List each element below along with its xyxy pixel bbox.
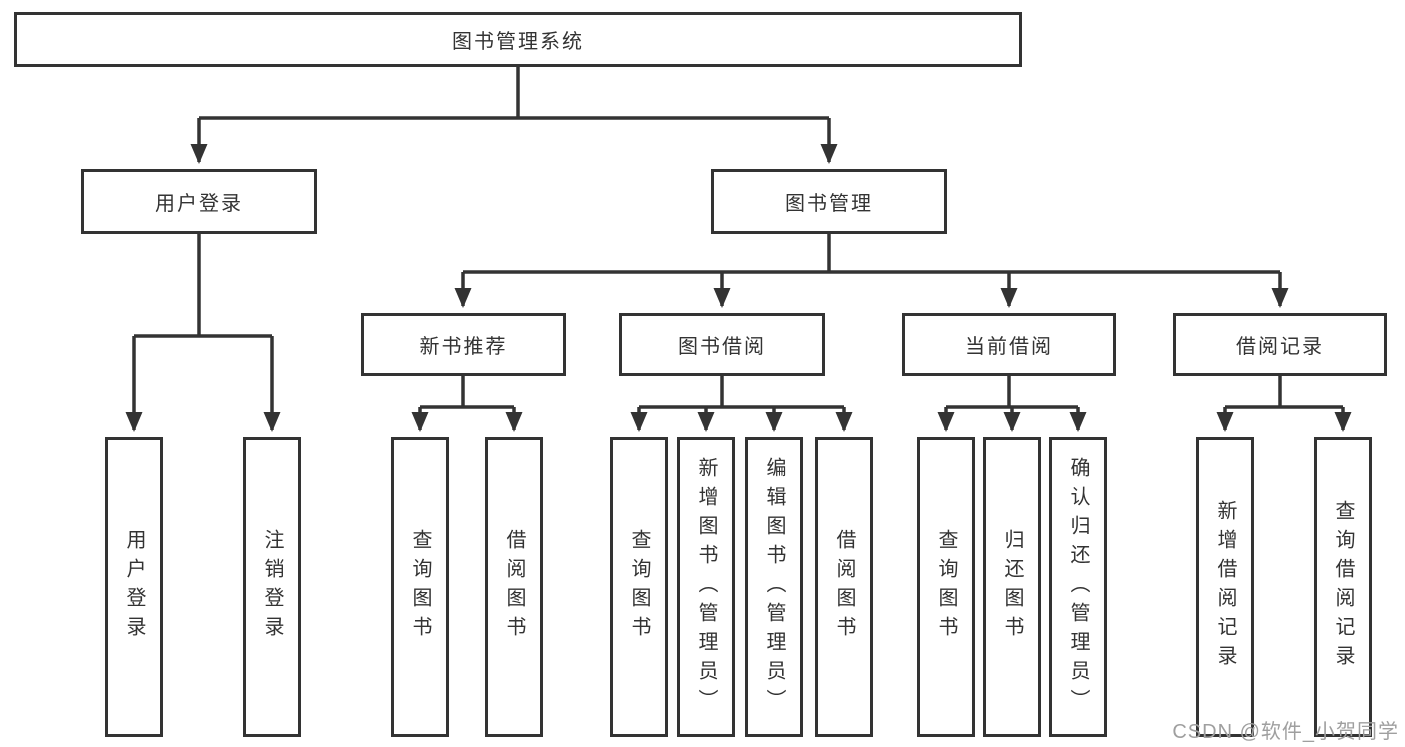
node-label: 图书管理系统 — [452, 31, 584, 53]
node-label: 当前借阅 — [965, 336, 1053, 358]
connector-user-login-branch — [125, 234, 281, 432]
node-label: 查询图书 — [628, 529, 650, 645]
connector-book-borrow-group — [630, 376, 853, 432]
leaf-query-books-borrow: 查询图书 — [610, 437, 668, 737]
node-label: 查询图书 — [409, 529, 431, 645]
node-label: 确认归还（管理员） — [1067, 456, 1089, 718]
node-label: 查询借阅记录 — [1332, 500, 1354, 674]
leaf-add-book-admin: 新增图书（管理员） — [677, 437, 735, 737]
node-label: 借阅记录 — [1236, 336, 1324, 358]
node-label: 用户登录 — [155, 193, 243, 215]
leaf-edit-book-admin: 编辑图书（管理员） — [745, 437, 803, 737]
node-label: 新增借阅记录 — [1214, 500, 1236, 674]
connector-root-to-level1 — [190, 67, 838, 164]
node-label: 注销登录 — [261, 529, 283, 645]
node-borrowing-records: 借阅记录 — [1173, 313, 1387, 376]
node-user-login-branch: 用户登录 — [81, 169, 317, 234]
csdn-watermark: CSDN @软件_小贺同学 — [1172, 721, 1399, 743]
node-label: 图书借阅 — [678, 336, 766, 358]
leaf-logout: 注销登录 — [243, 437, 301, 737]
node-label: 归还图书 — [1001, 529, 1023, 645]
node-label: 编辑图书（管理员） — [763, 456, 785, 718]
node-label: 借阅图书 — [833, 529, 855, 645]
node-new-book-recommendation: 新书推荐 — [361, 313, 566, 376]
node-library-management-system: 图书管理系统 — [14, 12, 1022, 67]
node-label: 用户登录 — [123, 529, 145, 645]
connector-new-book-group — [411, 376, 523, 432]
connector-book-management-branch — [454, 234, 1289, 308]
connector-current-borrow-group — [937, 376, 1087, 432]
node-label: 查询图书 — [935, 529, 957, 645]
leaf-query-borrow-record: 查询借阅记录 — [1314, 437, 1372, 737]
leaf-borrow-books-recommend: 借阅图书 — [485, 437, 543, 737]
leaf-add-borrow-record: 新增借阅记录 — [1196, 437, 1254, 737]
leaf-confirm-return-admin: 确认归还（管理员） — [1049, 437, 1107, 737]
leaf-return-book: 归还图书 — [983, 437, 1041, 737]
node-current-borrowing: 当前借阅 — [902, 313, 1116, 376]
leaf-query-books-current: 查询图书 — [917, 437, 975, 737]
node-label: 图书管理 — [785, 193, 873, 215]
leaf-query-books-recommend: 查询图书 — [391, 437, 449, 737]
node-label: 新书推荐 — [419, 336, 508, 358]
node-book-management-branch: 图书管理 — [711, 169, 947, 234]
leaf-borrow-books: 借阅图书 — [815, 437, 873, 737]
node-book-borrowing: 图书借阅 — [619, 313, 825, 376]
node-label: 新增图书（管理员） — [695, 456, 717, 718]
leaf-user-login: 用户登录 — [105, 437, 163, 737]
connector-borrow-records-group — [1216, 376, 1352, 432]
node-label: 借阅图书 — [503, 529, 525, 645]
